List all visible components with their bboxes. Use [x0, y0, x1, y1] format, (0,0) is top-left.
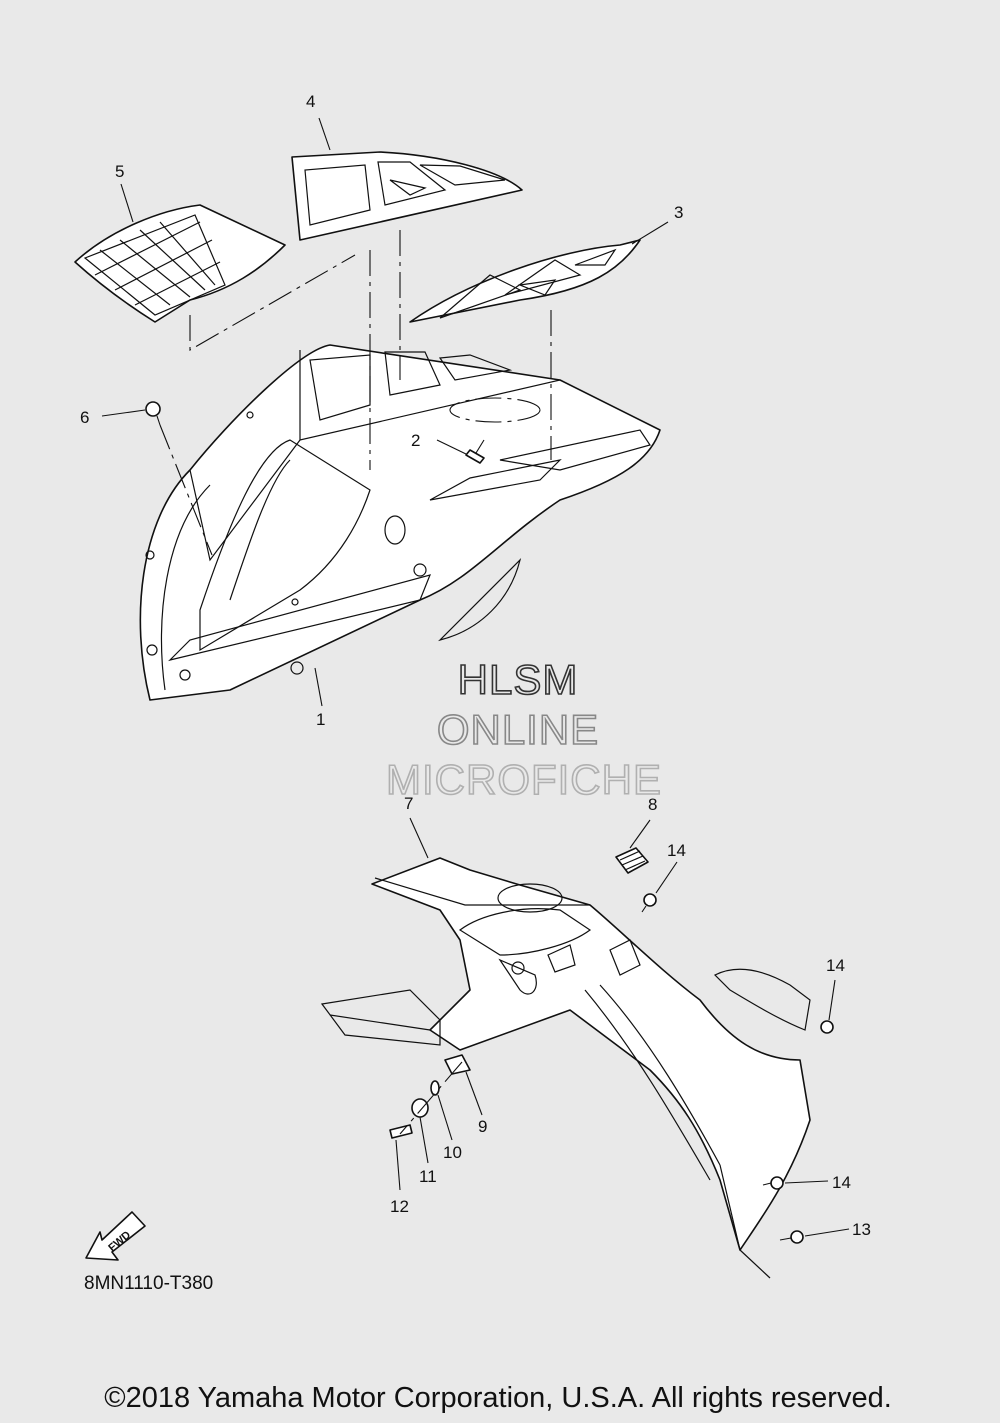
callout-3: 3 [674, 203, 683, 222]
callout-11: 11 [419, 1167, 437, 1186]
callout-4: 4 [306, 92, 315, 111]
watermark-line-1: HLSM [458, 656, 579, 703]
callout-labels: 1 2 3 4 5 6 7 8 14 14 9 10 11 12 14 13 [80, 92, 871, 1239]
leader-lines [101, 117, 850, 1237]
callout-8: 8 [648, 795, 657, 814]
forward-direction-arrow: FWD [85, 1211, 146, 1261]
callout-14-upper: 14 [667, 841, 686, 860]
inner-panel-assembly [320, 857, 811, 1279]
callout-7: 7 [404, 794, 413, 813]
callout-10: 10 [443, 1143, 462, 1162]
assembly-guide-lines [159, 230, 552, 556]
callout-14-lower: 14 [832, 1173, 851, 1192]
callout-2: 2 [411, 431, 420, 450]
upper-grille-panel [291, 151, 523, 241]
clip-14-right [820, 1020, 834, 1034]
clip-14-lower [762, 1176, 784, 1190]
watermark-line-2: ONLINE [437, 706, 599, 753]
screw-2 [465, 439, 485, 464]
callout-13: 13 [852, 1220, 871, 1239]
watermark: HLSM ONLINE MICROFICHE [385, 655, 662, 804]
callout-9: 9 [478, 1117, 487, 1136]
callout-6: 6 [80, 408, 89, 427]
screw-13 [779, 1230, 804, 1244]
clip-14-upper [641, 893, 657, 913]
grommet-8 [615, 847, 649, 874]
fastener-set-9-12 [389, 1054, 471, 1139]
storage-mesh-net [74, 204, 286, 323]
callout-14-right: 14 [826, 956, 845, 975]
watermark-line-3: MICROFICHE [386, 756, 662, 803]
diagram-code: 8MN1110-T380 [84, 1273, 213, 1294]
side-grille-panel [409, 239, 641, 323]
copyright-notice: ©2018 Yamaha Motor Corporation, U.S.A. A… [104, 1382, 892, 1414]
callout-1: 1 [316, 710, 325, 729]
hood-assembly [139, 344, 661, 701]
callout-5: 5 [115, 162, 124, 181]
screw-6 [145, 401, 161, 426]
callout-12: 12 [390, 1197, 409, 1216]
